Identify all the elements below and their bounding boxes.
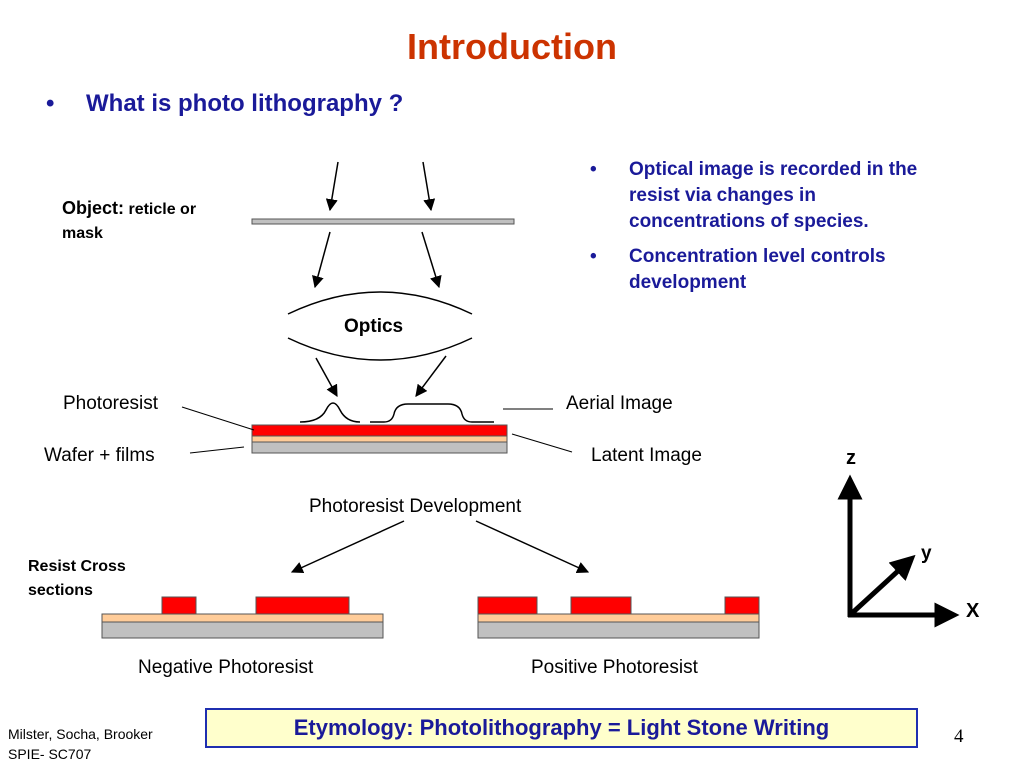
resist-layer — [251, 424, 508, 437]
aerial-image-profile — [299, 402, 494, 423]
development-label: Photoresist Development — [309, 496, 522, 517]
wafer-films-label: Wafer + films — [44, 445, 155, 466]
resist-cross-sections-label: Resist Cross sections — [28, 558, 126, 599]
etymology-box: Etymology: Photolithography = Light Ston… — [205, 708, 918, 748]
negative-resist-feature — [255, 596, 350, 615]
positive-film-layer — [477, 613, 760, 623]
main-bullet-text: What is photo lithography ? — [86, 90, 404, 117]
side-bullet-item: • Optical image is recorded in the resis… — [590, 157, 950, 235]
optics-lens-top — [287, 291, 473, 315]
axis-x-label: X — [966, 600, 980, 622]
bullet-dot: • — [46, 90, 55, 117]
side-bullet-text: Optical image is recorded in the resist … — [629, 159, 918, 232]
positive-photoresist-label: Positive Photoresist — [531, 657, 698, 678]
aerial-image-label: Aerial Image — [566, 393, 673, 414]
negative-wafer-layer — [101, 621, 384, 639]
illumination-arrow-right — [422, 161, 436, 212]
side-bullets: • Optical image is recorded in the resis… — [590, 157, 950, 305]
positive-resist-feature — [724, 596, 760, 615]
optics-to-wafer-arrow-right — [415, 355, 447, 397]
object-label-rest: reticle or mask — [62, 201, 197, 242]
bullet-dot: • — [590, 246, 597, 267]
footer-authors: Milster, Socha, Brooker — [8, 726, 153, 742]
film-layer — [251, 435, 508, 443]
positive-wafer-layer — [477, 621, 760, 639]
optics-to-wafer-arrow-left — [315, 357, 338, 398]
optics-lens-bottom — [287, 337, 473, 361]
photoresist-label: Photoresist — [63, 393, 159, 414]
development-arrow-left — [290, 520, 405, 573]
axis-y-label: y — [921, 543, 932, 564]
footer-course: SPIE- SC707 — [8, 746, 92, 762]
side-bullet-text: Concentration level controls development — [629, 246, 886, 293]
latent-image-pointer — [511, 433, 573, 453]
bullet-dot: • — [590, 159, 597, 180]
axis-y-arrow — [848, 554, 916, 617]
positive-resist-feature — [477, 596, 538, 615]
latent-image-label: Latent Image — [591, 445, 702, 466]
negative-photoresist-label: Negative Photoresist — [138, 657, 314, 678]
wafer-layer — [251, 441, 508, 454]
object-label-strong: Object: — [62, 198, 125, 218]
development-arrow-right — [475, 520, 590, 573]
axis-z-label: z — [846, 447, 856, 469]
optics-label: Optics — [344, 316, 404, 337]
negative-film-layer — [101, 613, 384, 623]
footer-credits: Milster, Socha, Brooker SPIE- SC707 — [8, 724, 208, 764]
reticle-mask — [251, 218, 515, 225]
object-label: Object: reticle or mask — [62, 196, 222, 246]
reticle-to-optics-arrow-left — [312, 231, 331, 289]
wafer-pointer — [189, 446, 245, 454]
side-bullet-item: • Concentration level controls developme… — [590, 244, 950, 296]
positive-resist-feature — [570, 596, 632, 615]
slide-title: Introduction — [407, 26, 617, 67]
reticle-to-optics-arrow-right — [421, 231, 442, 289]
illumination-arrow-left — [325, 161, 339, 212]
photoresist-pointer — [181, 406, 255, 431]
page-number: 4 — [954, 726, 964, 747]
